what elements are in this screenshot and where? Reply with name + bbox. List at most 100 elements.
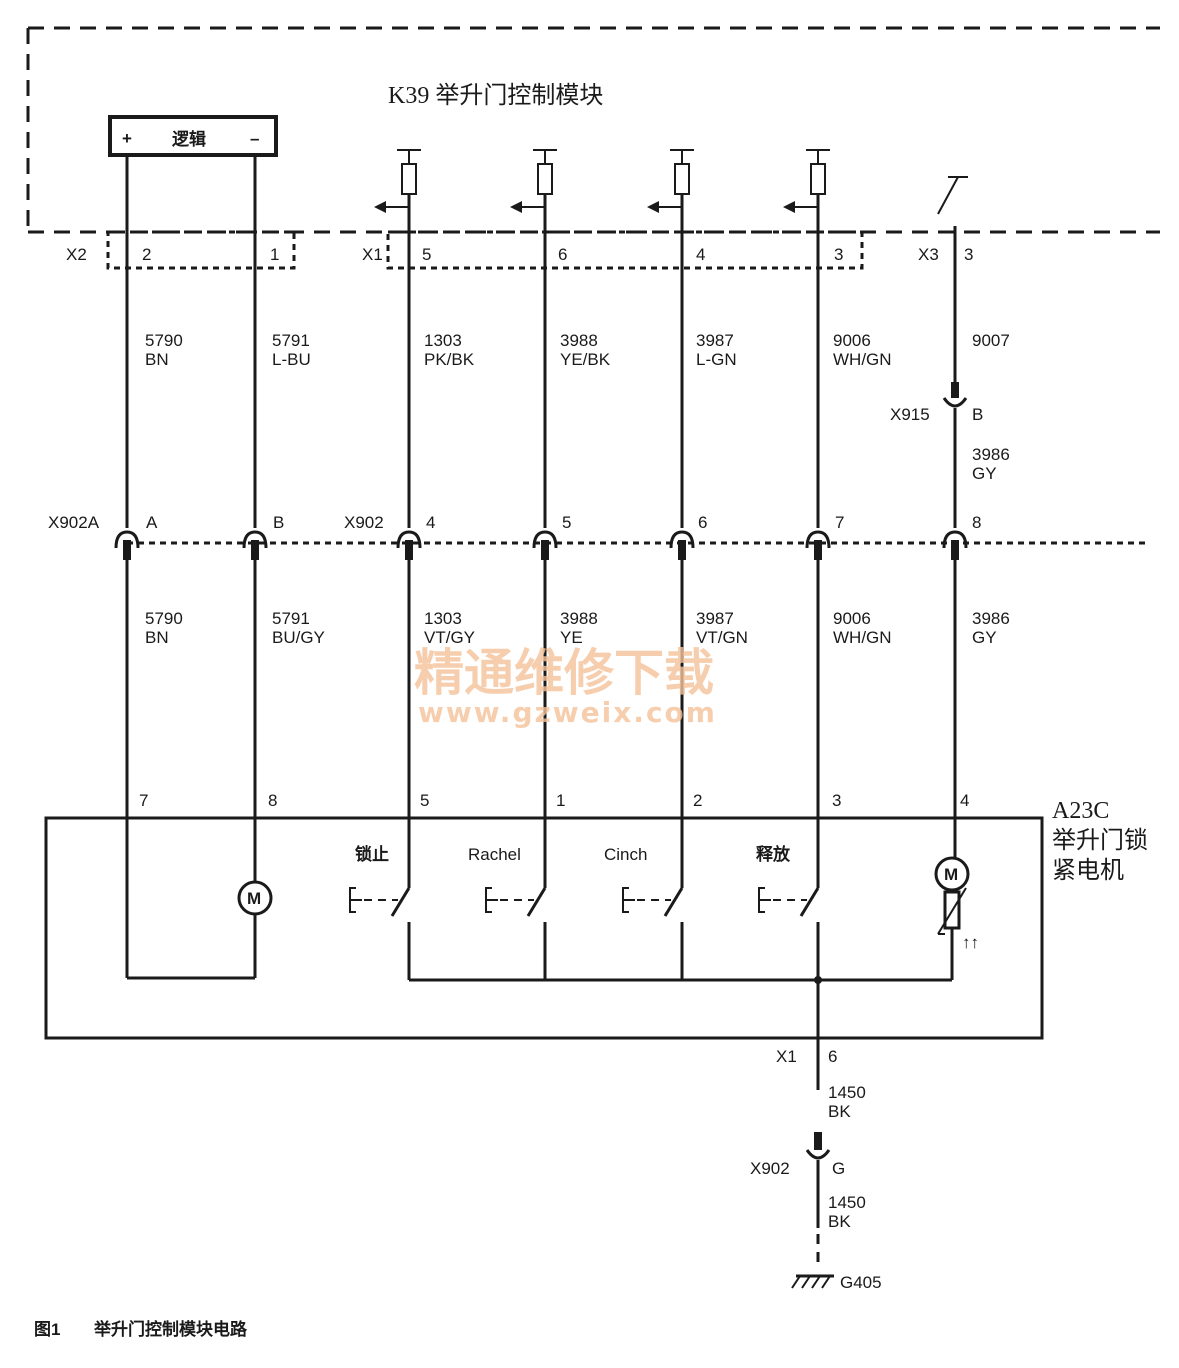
logic-box: + 逻辑 – — [108, 115, 278, 157]
actuator-title-2: 举升门锁 — [1052, 827, 1148, 854]
switch-release — [758, 887, 820, 1090]
switch-rachel — [485, 887, 547, 980]
wire-lower-1-color: BN — [145, 628, 169, 647]
x1-pin-5: 5 — [422, 245, 431, 264]
output-switch-9007 — [937, 176, 968, 215]
x1-pin-3: 3 — [834, 245, 843, 264]
wire-upper-1-num: 5790 — [145, 331, 183, 350]
lower-wires — [125, 558, 957, 978]
splice-point — [814, 976, 822, 984]
actuator-pin-1: 1 — [556, 791, 565, 810]
logic-label: 逻辑 — [172, 129, 206, 149]
actuator-pin-7: 7 — [139, 791, 148, 810]
x902a-label: X902A — [48, 513, 100, 532]
x2-pin-2: 2 — [142, 245, 151, 264]
actuator-title-3: 紧电机 — [1052, 857, 1124, 884]
x2-pin-1: 1 — [270, 245, 279, 264]
wire-lower-2-color: BU/GY — [272, 628, 325, 647]
wire-lower-3-num: 1303 — [424, 609, 462, 628]
switch-label-rachel: Rachel — [468, 845, 521, 864]
logic-plus: + — [122, 129, 132, 148]
x3-pin-3: 3 — [964, 245, 973, 264]
wire-upper-2-color: L-BU — [272, 350, 311, 369]
connector-x2-box — [106, 230, 296, 270]
wire-upper-3-color: PK/BK — [424, 350, 475, 369]
wire-lower-7-color: GY — [972, 628, 997, 647]
watermark-title: 精通维修下载 — [414, 644, 714, 702]
svg-text:↑↑: ↑↑ — [962, 933, 979, 952]
wire-upper-7-num: 9007 — [972, 331, 1010, 350]
ground-x1-pin: 6 — [828, 1047, 837, 1066]
wire-upper-6-num: 9006 — [833, 331, 871, 350]
wire-lower-5-color: VT/GN — [696, 628, 748, 647]
motor-symbol-2: M — [944, 865, 958, 884]
motor-icon: M — [237, 880, 273, 916]
motor-symbol: M — [247, 889, 261, 908]
wire-upper-6-color: WH/GN — [833, 350, 892, 369]
wire-upper-4-num: 3988 — [560, 331, 598, 350]
wire-upper-5-num: 3987 — [696, 331, 734, 350]
connector-x1-label: X1 — [362, 245, 383, 264]
actuator-pin-5: 5 — [420, 791, 429, 810]
switch-cinch — [622, 887, 684, 980]
x902-pin-6: 6 — [698, 513, 707, 532]
switch-label-release: 释放 — [756, 844, 791, 864]
x902-label: X902 — [344, 513, 384, 532]
wire-lower-7-num: 3986 — [972, 609, 1010, 628]
connector-x1-box — [386, 230, 864, 270]
x902-terminals — [114, 530, 968, 560]
wire-lower-5-num: 3987 — [696, 609, 734, 628]
wire-lower-1-num: 5790 — [145, 609, 183, 628]
motor-thermistor-icon: M ↑↑ — [934, 856, 979, 980]
ground-wire2-num: 1450 — [828, 1193, 866, 1212]
wire-upper-1-color: BN — [145, 350, 169, 369]
wire-lower-4-color: YE — [560, 628, 583, 647]
ground-wire1-color: BK — [828, 1102, 851, 1121]
x915-label: X915 — [890, 405, 930, 424]
connector-x915 — [942, 382, 968, 408]
wire-upper-5-color: L-GN — [696, 350, 737, 369]
actuator-pin-4: 4 — [960, 791, 969, 810]
wire-lower-2-num: 5791 — [272, 609, 310, 628]
actuator-pin-2: 2 — [693, 791, 702, 810]
wire-lower-6-num: 9006 — [833, 609, 871, 628]
wire-upper-2-num: 5791 — [272, 331, 310, 350]
actuator-a23c-box — [44, 816, 1044, 1040]
wire-lower-3-color: VT/GY — [424, 628, 475, 647]
actuator-pin-8: 8 — [268, 791, 277, 810]
input-circuit-1303 — [374, 149, 421, 213]
module-boundary — [26, 26, 1160, 234]
x915-wire-num: 3986 — [972, 445, 1010, 464]
x902-pin-4: 4 — [426, 513, 435, 532]
ground-icon — [791, 1274, 834, 1289]
actuator-pin-3: 3 — [832, 791, 841, 810]
figure-number: 图1 — [34, 1320, 60, 1339]
ground-x902-pin: G — [832, 1159, 845, 1178]
wire-lower-4-num: 3988 — [560, 609, 598, 628]
input-circuit-3988 — [510, 149, 557, 213]
switch-lock — [349, 887, 411, 980]
ground-x902-label: X902 — [750, 1159, 790, 1178]
ground-wire2-color: BK — [828, 1212, 851, 1231]
ground-g405-label: G405 — [840, 1273, 882, 1292]
x1-pin-4: 4 — [696, 245, 705, 264]
input-circuit-9006 — [783, 149, 830, 213]
switch-label-lock: 锁止 — [355, 844, 389, 864]
switch-label-cinch: Cinch — [604, 845, 647, 864]
input-circuit-3987 — [647, 149, 694, 213]
wire-upper-4-color: YE/BK — [560, 350, 611, 369]
x902-pin-8: 8 — [972, 513, 981, 532]
actuator-title-1: A23C — [1052, 798, 1109, 824]
ground-x1-label: X1 — [776, 1047, 797, 1066]
wire-lower-6-color: WH/GN — [833, 628, 892, 647]
watermark-url: www.gzweix.com — [418, 696, 717, 729]
connector-x902-ground — [805, 1132, 831, 1160]
x902-pin-7: 7 — [835, 513, 844, 532]
x915-wire-color: GY — [972, 464, 997, 483]
x1-pin-6: 6 — [558, 245, 567, 264]
wire-upper-3-num: 1303 — [424, 331, 462, 350]
module-title: K39 举升门控制模块 — [388, 82, 603, 109]
logic-minus: – — [250, 129, 259, 148]
connector-x3-label: X3 — [918, 245, 939, 264]
